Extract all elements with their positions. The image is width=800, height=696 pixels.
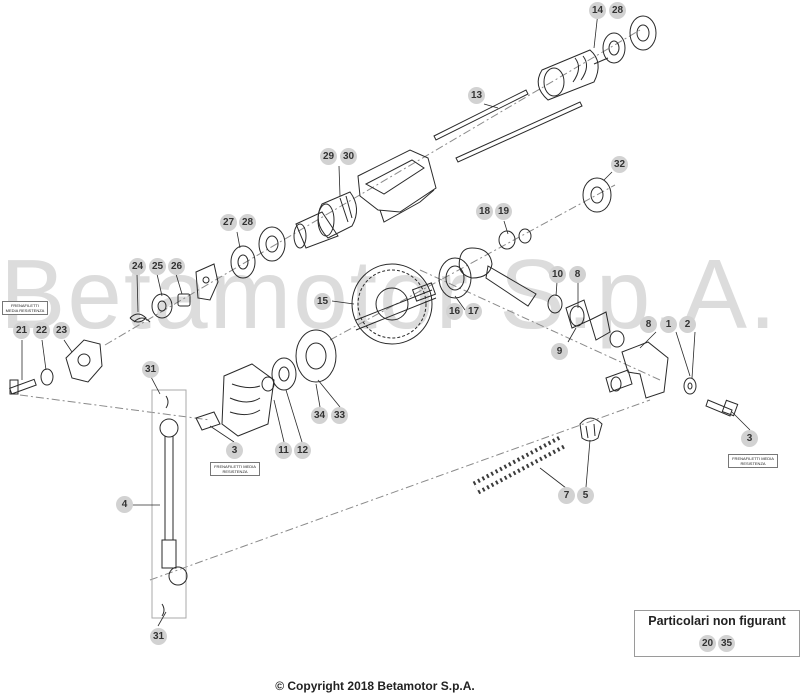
callout-3-right: 3 <box>741 430 758 447</box>
callout-16: 16 <box>446 303 463 320</box>
leader-lines <box>21 11 751 627</box>
callout-31-bottom: 31 <box>150 628 167 645</box>
callout-7: 7 <box>558 487 575 504</box>
callout-34: 34 <box>311 407 328 424</box>
part-1-2-lever <box>605 341 697 399</box>
copyright-footer: © Copyright 2018 Betamotor S.p.A. <box>275 679 475 693</box>
callout-13: 13 <box>468 87 485 104</box>
callout-20: 20 <box>699 635 716 652</box>
callout-24: 24 <box>129 258 146 275</box>
callout-30: 30 <box>340 148 357 165</box>
callout-33: 33 <box>331 407 348 424</box>
callout-14: 14 <box>589 2 606 19</box>
part-7-spring <box>472 435 566 495</box>
part-shaft-cam <box>293 191 357 249</box>
part-16-17-18-19 <box>438 228 537 307</box>
part-27-28-bearings <box>230 226 286 279</box>
callout-3-center: 3 <box>226 442 243 459</box>
callout-31-top: 31 <box>142 361 159 378</box>
callout-10: 10 <box>549 266 566 283</box>
callout-1: 1 <box>660 316 677 333</box>
callout-28: 28 <box>609 2 626 19</box>
threadlocker-note-left: FRENAFILETTI MEDIA RESISTENZA <box>2 301 48 315</box>
threadlocker-note-center: FRENAFILETTI MEDIA RESISTENZA <box>210 462 260 476</box>
callout-8-top: 8 <box>569 266 586 283</box>
part-24-25-26-cluster <box>129 263 219 323</box>
callout-28-left: 28 <box>239 214 256 231</box>
parts-not-shown-title: Particolari non figurant <box>648 614 786 628</box>
callout-11: 11 <box>275 442 292 459</box>
callout-26: 26 <box>168 258 185 275</box>
callout-22: 22 <box>33 322 50 339</box>
threadlocker-note-right: FRENAFILETTI MEDIA RESISTENZA <box>728 454 778 468</box>
part-5-cap <box>579 417 603 442</box>
callout-15: 15 <box>314 293 331 310</box>
callout-5: 5 <box>577 487 594 504</box>
callout-27: 27 <box>220 214 237 231</box>
part-21-22-23 <box>9 339 103 395</box>
part-11-12-33-34 <box>195 329 337 437</box>
callout-8-right: 8 <box>640 316 657 333</box>
callout-17: 17 <box>465 303 482 320</box>
part-8-9-10 <box>547 294 625 348</box>
callout-23: 23 <box>53 322 70 339</box>
callout-32: 32 <box>611 156 628 173</box>
callout-2: 2 <box>679 316 696 333</box>
callout-25: 25 <box>149 258 166 275</box>
part-15-gear <box>351 263 437 345</box>
callout-29: 29 <box>320 148 337 165</box>
part-32-bearing <box>582 177 612 213</box>
parts-not-shown-box: Particolari non figurant 20 35 <box>634 610 800 657</box>
part-13-shift-rods <box>433 89 583 163</box>
callout-35: 35 <box>718 635 735 652</box>
callout-9: 9 <box>551 343 568 360</box>
part-4-rod <box>151 389 188 619</box>
callout-12: 12 <box>294 442 311 459</box>
part-29-30-body <box>357 149 437 223</box>
part-3-right-bolt <box>705 399 739 417</box>
part-14-28-assembly <box>537 15 657 101</box>
callout-19: 19 <box>495 203 512 220</box>
callout-4: 4 <box>116 496 133 513</box>
callout-18: 18 <box>476 203 493 220</box>
callout-21: 21 <box>13 322 30 339</box>
